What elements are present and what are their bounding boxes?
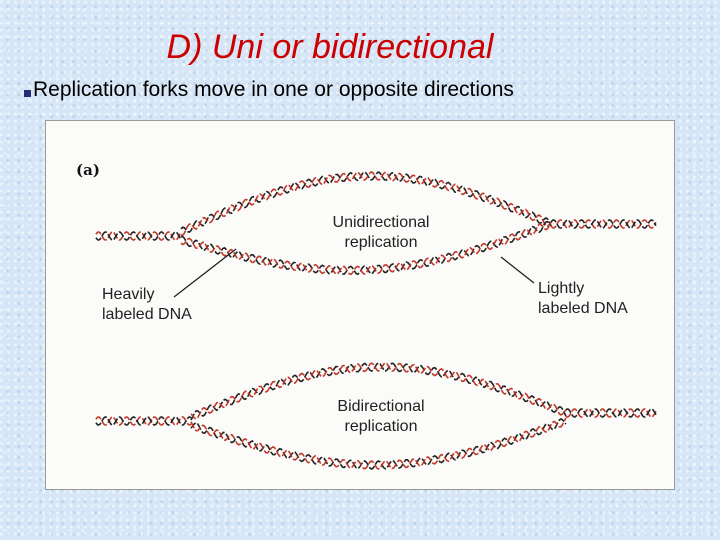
bidirectional-label: Bidirectional replication (311, 397, 451, 437)
replication-figure: (a) Unidirectional replication Heavily l… (45, 120, 675, 490)
bi-left-duplex-strand-2 (95, 416, 192, 426)
bi-upper-daughter-strand-2 (190, 362, 567, 420)
unidirectional-label-line1: Unidirectional (332, 214, 430, 231)
bullet-icon (24, 89, 31, 97)
bullet-item: Replication forks move in one or opposit… (24, 78, 514, 102)
bi-upper-daughter-strand-1 (190, 362, 567, 421)
unidirectional-label-line2: replication (344, 234, 418, 251)
heavy-dna-pointer-line (173, 248, 237, 298)
slide-title: D) Uni or bidirectional (166, 28, 494, 66)
uni-lower-daughter-strand-2 (180, 221, 552, 276)
bidirectional-label-line1: Bidirectional (337, 398, 425, 415)
bullet-text: Replication forks move in one or opposit… (33, 78, 514, 101)
uni-right-duplex-strand-1 (550, 219, 657, 229)
bi-left-duplex-strand-1 (95, 416, 192, 426)
bi-lower-daughter-strand-1 (190, 417, 567, 470)
dna-diagram (95, 171, 657, 470)
bi-right-duplex-strand-2 (565, 408, 657, 418)
light-dna-label-line1: Lightly (538, 280, 585, 297)
heavy-dna-label-line1: Heavily (102, 286, 155, 303)
bi-lower-daughter-strand-2 (190, 417, 567, 470)
light-dna-label-line2: labeled DNA (538, 300, 628, 317)
heavy-dna-label-line2: labeled DNA (102, 306, 192, 323)
unidirectional-label: Unidirectional replication (311, 213, 451, 253)
panel-label: (a) (76, 161, 100, 179)
uni-left-duplex-strand-2 (95, 231, 182, 241)
heavy-dna-label: Heavily labeled DNA (102, 285, 192, 325)
uni-left-duplex-strand-1 (95, 231, 182, 241)
bidirectional-label-line2: replication (344, 418, 418, 435)
light-dna-label: Lightly labeled DNA (538, 279, 628, 319)
uni-right-duplex-strand-2 (550, 219, 657, 229)
uni-upper-daughter-strand-2 (180, 171, 552, 237)
light-dna-pointer-line (500, 256, 535, 284)
uni-upper-daughter-strand-1 (180, 171, 552, 233)
uni-lower-daughter-strand-1 (180, 220, 552, 276)
